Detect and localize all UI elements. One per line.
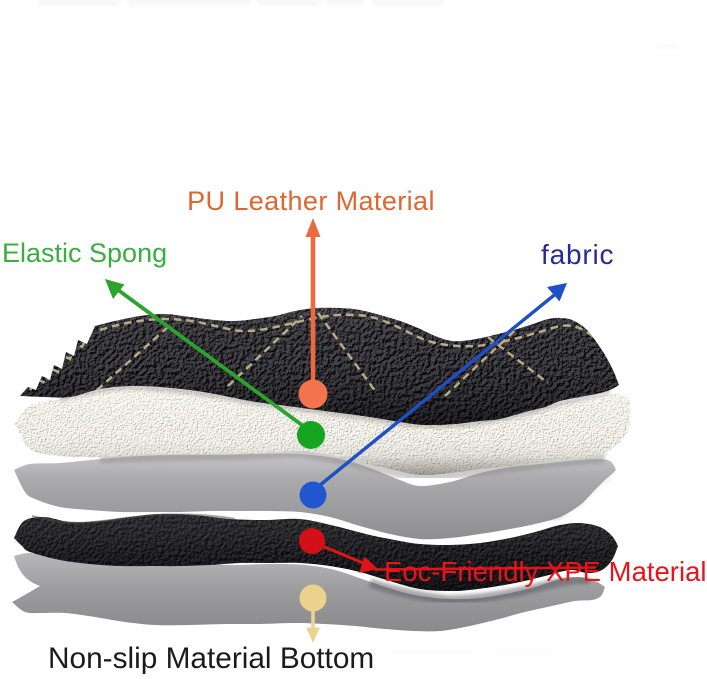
- annotation-labels: PU Leather Material Elastic Spong fabric…: [2, 186, 706, 675]
- watermark-fragment-6: [655, 44, 679, 48]
- watermark-fragment-4: [326, 0, 364, 6]
- pu-leather-shading: [20, 307, 619, 426]
- xpe-marker-dot: [299, 528, 325, 554]
- stitch-line-diag-4: [444, 317, 529, 397]
- marker-dots: [297, 379, 328, 612]
- fabric-marker-dot: [299, 481, 327, 509]
- leather-contact-shadow: [59, 383, 611, 429]
- xpe-arrow: [314, 541, 597, 573]
- xpe-arrow-head: [359, 556, 378, 573]
- sponge-contact-shadow: [99, 446, 606, 481]
- stitch-line-diag-2: [227, 315, 303, 387]
- fabric-label: fabric: [541, 239, 614, 270]
- non-slip-arrow: [306, 610, 320, 643]
- elastic-sponge-arrow: [105, 279, 312, 433]
- xpe-label-strikethrough: [373, 566, 597, 571]
- pu-leather-marker-dot: [298, 379, 328, 409]
- elastic-sponge-arrow-shaft: [112, 285, 312, 433]
- pu-leather-arrow-head: [305, 218, 321, 237]
- watermark-fragment-5: [372, 0, 444, 6]
- watermark-fragment-8: [492, 650, 558, 657]
- pu-leather-label: PU Leather Material: [187, 186, 435, 216]
- elastic-sponge-arrow-head: [105, 279, 125, 299]
- fabric-arrow: [312, 283, 567, 492]
- stitch-line-diag-1: [96, 326, 169, 391]
- non-slip-top-shade: [368, 575, 591, 605]
- annotation-arrows: [105, 218, 597, 643]
- xpe-top-highlight: [31, 513, 236, 525]
- faint-watermark-fragment: [38, 0, 679, 657]
- non-slip-arrow-head: [306, 627, 320, 643]
- stitch-line-diag-3: [316, 312, 378, 393]
- non-slip-marker-dot: [299, 584, 327, 612]
- watermark-fragment-2: [128, 0, 250, 6]
- non-slip-label: Non-slip Material Bottom: [48, 642, 374, 675]
- watermark-fragment-3: [258, 0, 320, 6]
- elastic-sponge-label: Elastic Spong: [2, 238, 167, 268]
- xpe-arrow-shaft: [314, 541, 369, 567]
- elastic-sponge-marker-dot: [297, 421, 325, 449]
- watermark-fragment-1: [38, 0, 120, 6]
- xpe-label: Eoc-Friendly XPE Material: [384, 556, 706, 587]
- fabric-arrow-shaft: [312, 290, 560, 492]
- fabric-arrow-head: [547, 283, 567, 302]
- watermark-fragment-7: [388, 648, 478, 656]
- pu-leather-arrow: [305, 218, 321, 388]
